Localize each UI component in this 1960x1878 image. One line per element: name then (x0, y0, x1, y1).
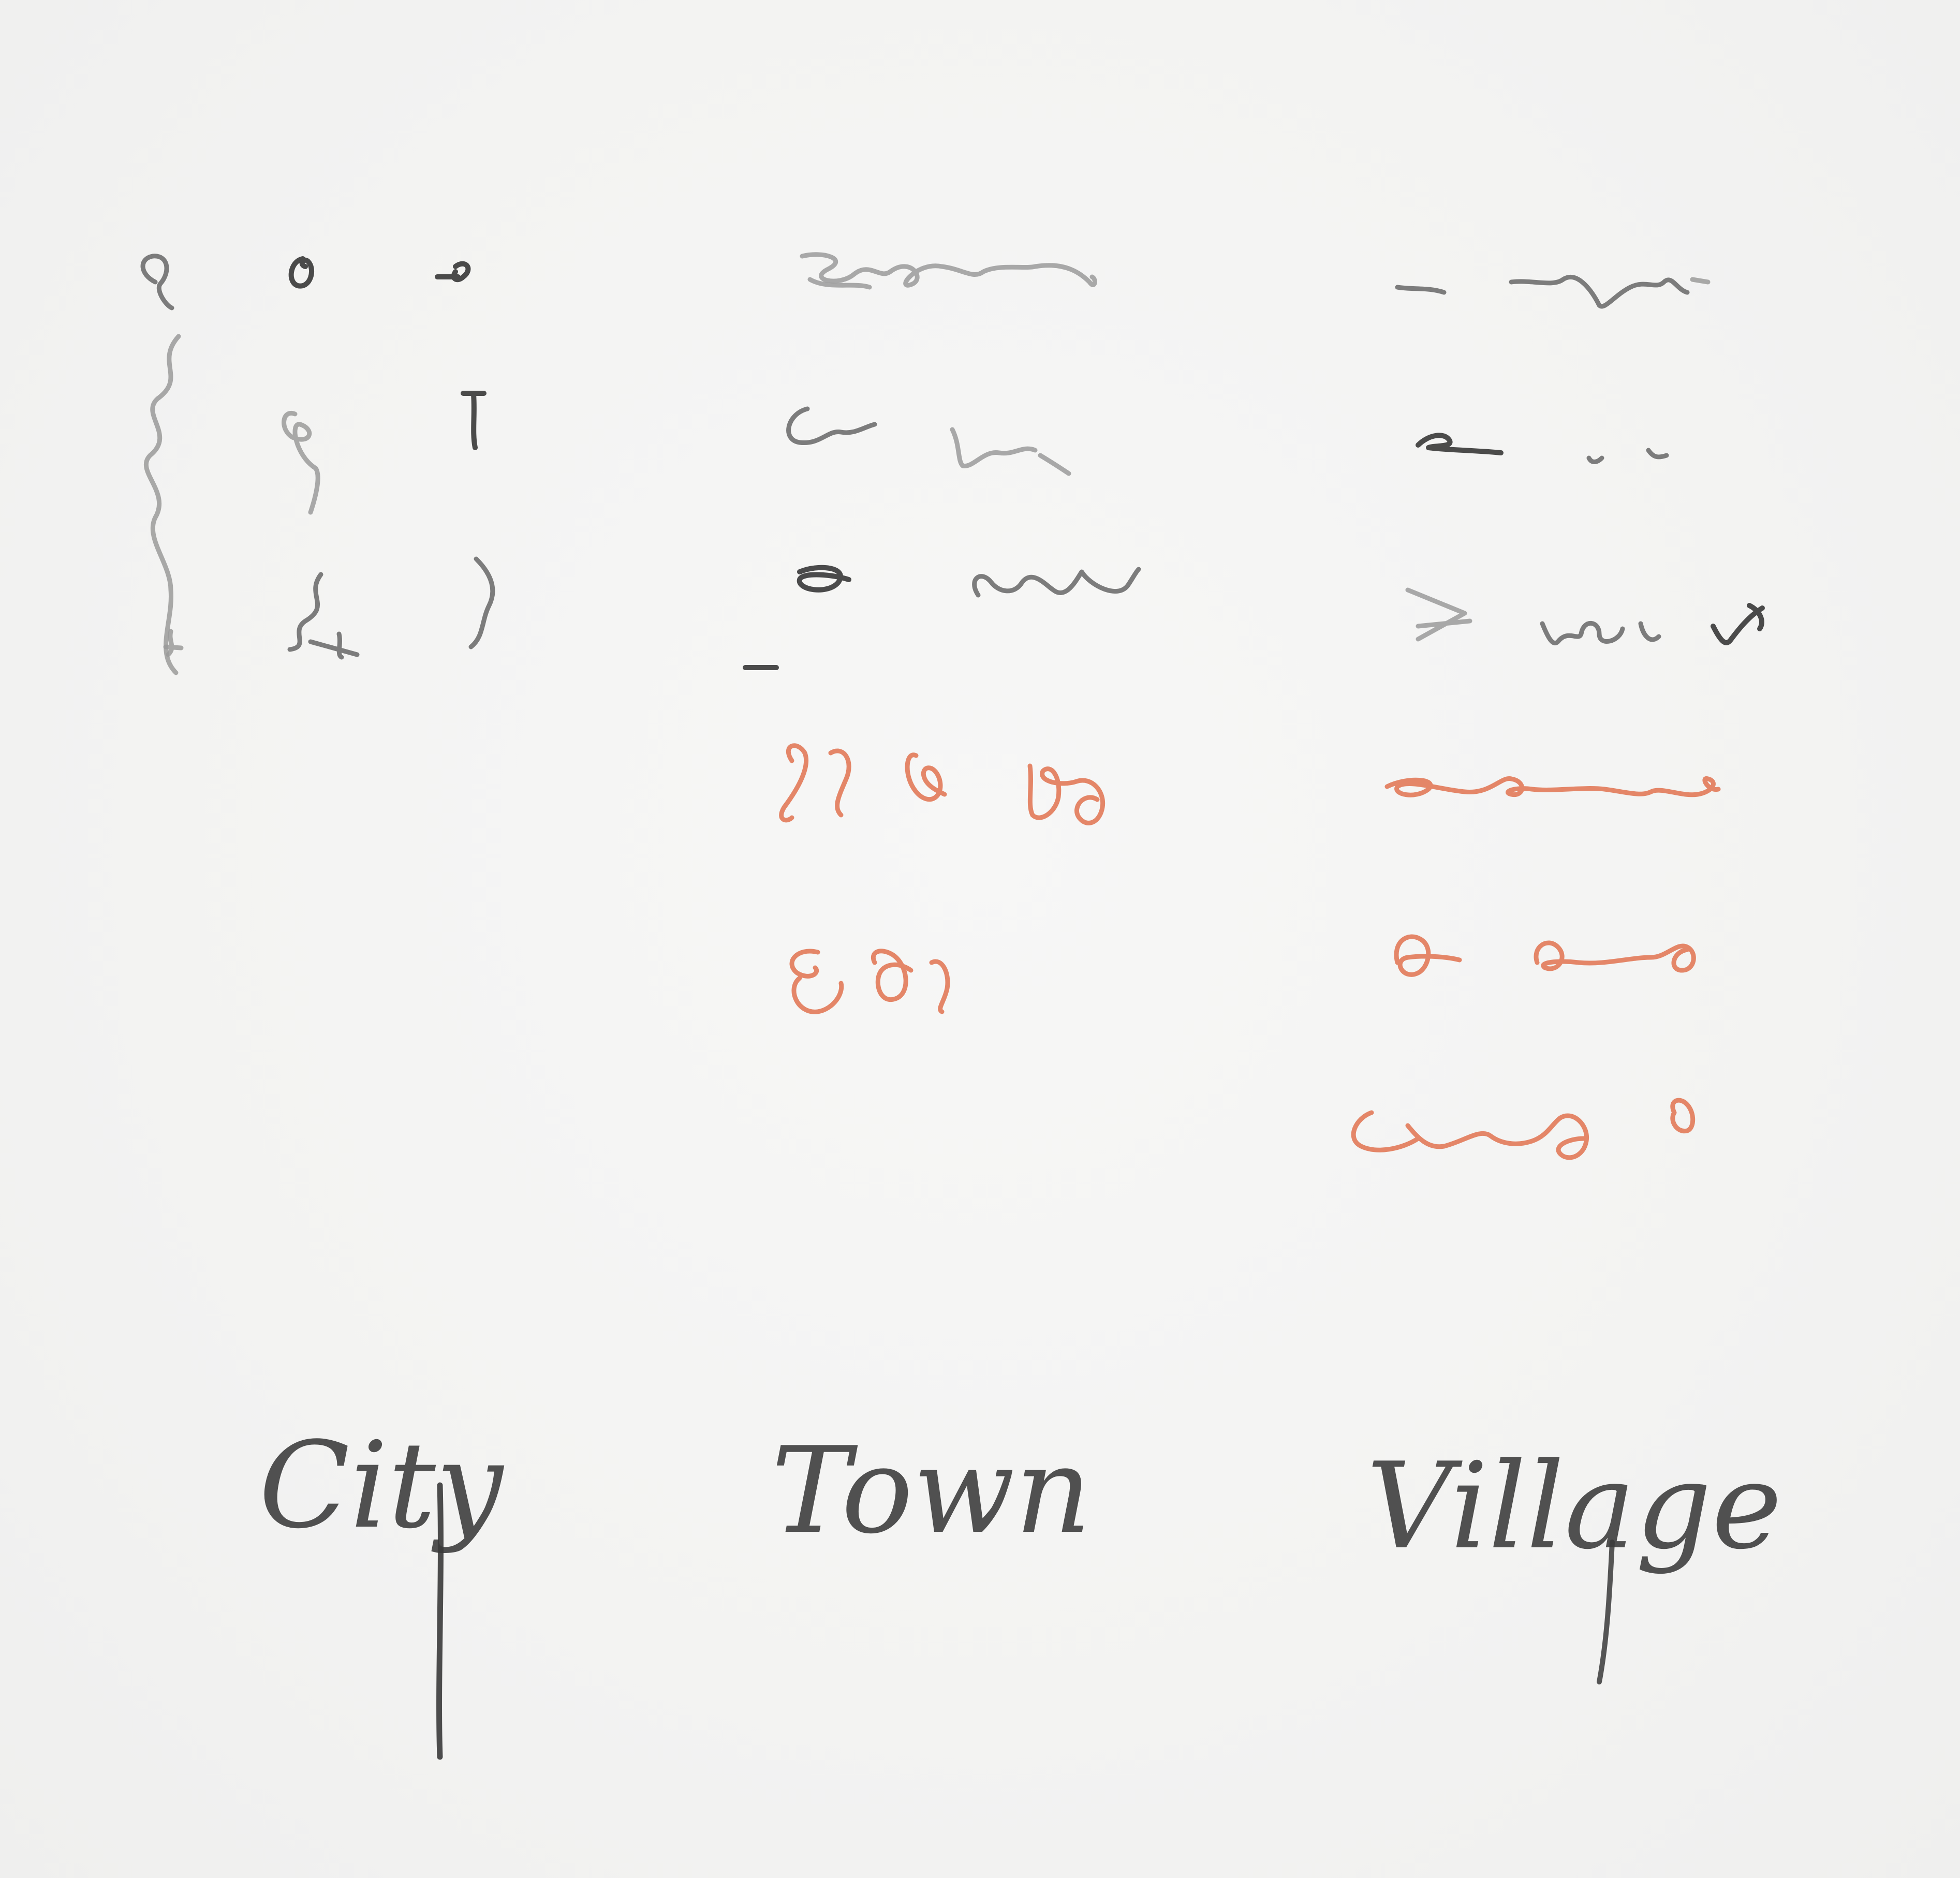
label-city: City (259, 1417, 505, 1555)
village-column-marks (1395, 274, 1765, 645)
village-mark-row3-a (1405, 587, 1472, 642)
town-mark-row2-a (786, 406, 877, 446)
town-mark-row1-under (807, 277, 872, 290)
village-mark-row2-b (1586, 448, 1669, 464)
city-column-marks (140, 254, 495, 675)
village-label-descender (1597, 1540, 1615, 1684)
label-village: Village (1366, 1438, 1782, 1576)
village-orange-row5 (1394, 934, 1696, 977)
village-orange-row6-b (1670, 1098, 1696, 1134)
village-mark-row1-c (1690, 277, 1711, 285)
town-orange-row4-c (905, 752, 947, 802)
city-label-tail (436, 1482, 444, 1760)
village-mark-row2-a (1416, 433, 1504, 455)
town-mark-row3-b (972, 567, 1141, 598)
city-mark-loop-1 (140, 254, 174, 310)
town-orange-row5-c (929, 959, 950, 1014)
town-mark-row3-a (797, 565, 851, 593)
village-mark-row1-a (1395, 285, 1447, 295)
city-mark-hook-3 (461, 391, 487, 450)
city-mark-tick-1 (163, 629, 184, 657)
town-orange-row4-d (1027, 763, 1106, 825)
village-mark-row1-b (1509, 274, 1690, 309)
town-orange-row4-a (779, 743, 809, 823)
village-orange-row6 (1351, 1110, 1589, 1160)
village-column-orange-marks (1351, 776, 1721, 1160)
town-orange-row5-b (871, 949, 913, 1002)
column-labels: City Town Village (259, 1417, 1782, 1760)
village-orange-row4 (1384, 776, 1721, 797)
city-mark-loop-2 (288, 256, 315, 289)
city-mark-wave-1 (144, 334, 181, 675)
town-column-orange-marks (779, 743, 1106, 1014)
village-mark-row3-b (1540, 620, 1661, 645)
city-mark-zig-2 (287, 572, 360, 660)
town-orange-row4-b (828, 748, 851, 818)
town-orange-row5-a (789, 949, 844, 1014)
city-mark-curl-2 (282, 410, 320, 515)
village-mark-row3-c (1711, 603, 1765, 645)
city-mark-loop-3 (435, 261, 471, 283)
city-mark-s-3 (468, 556, 495, 649)
town-mark-row1 (800, 252, 1097, 288)
town-mark-row2-b (950, 427, 1071, 476)
town-column-marks (743, 252, 1141, 670)
label-town: Town (771, 1422, 1092, 1560)
